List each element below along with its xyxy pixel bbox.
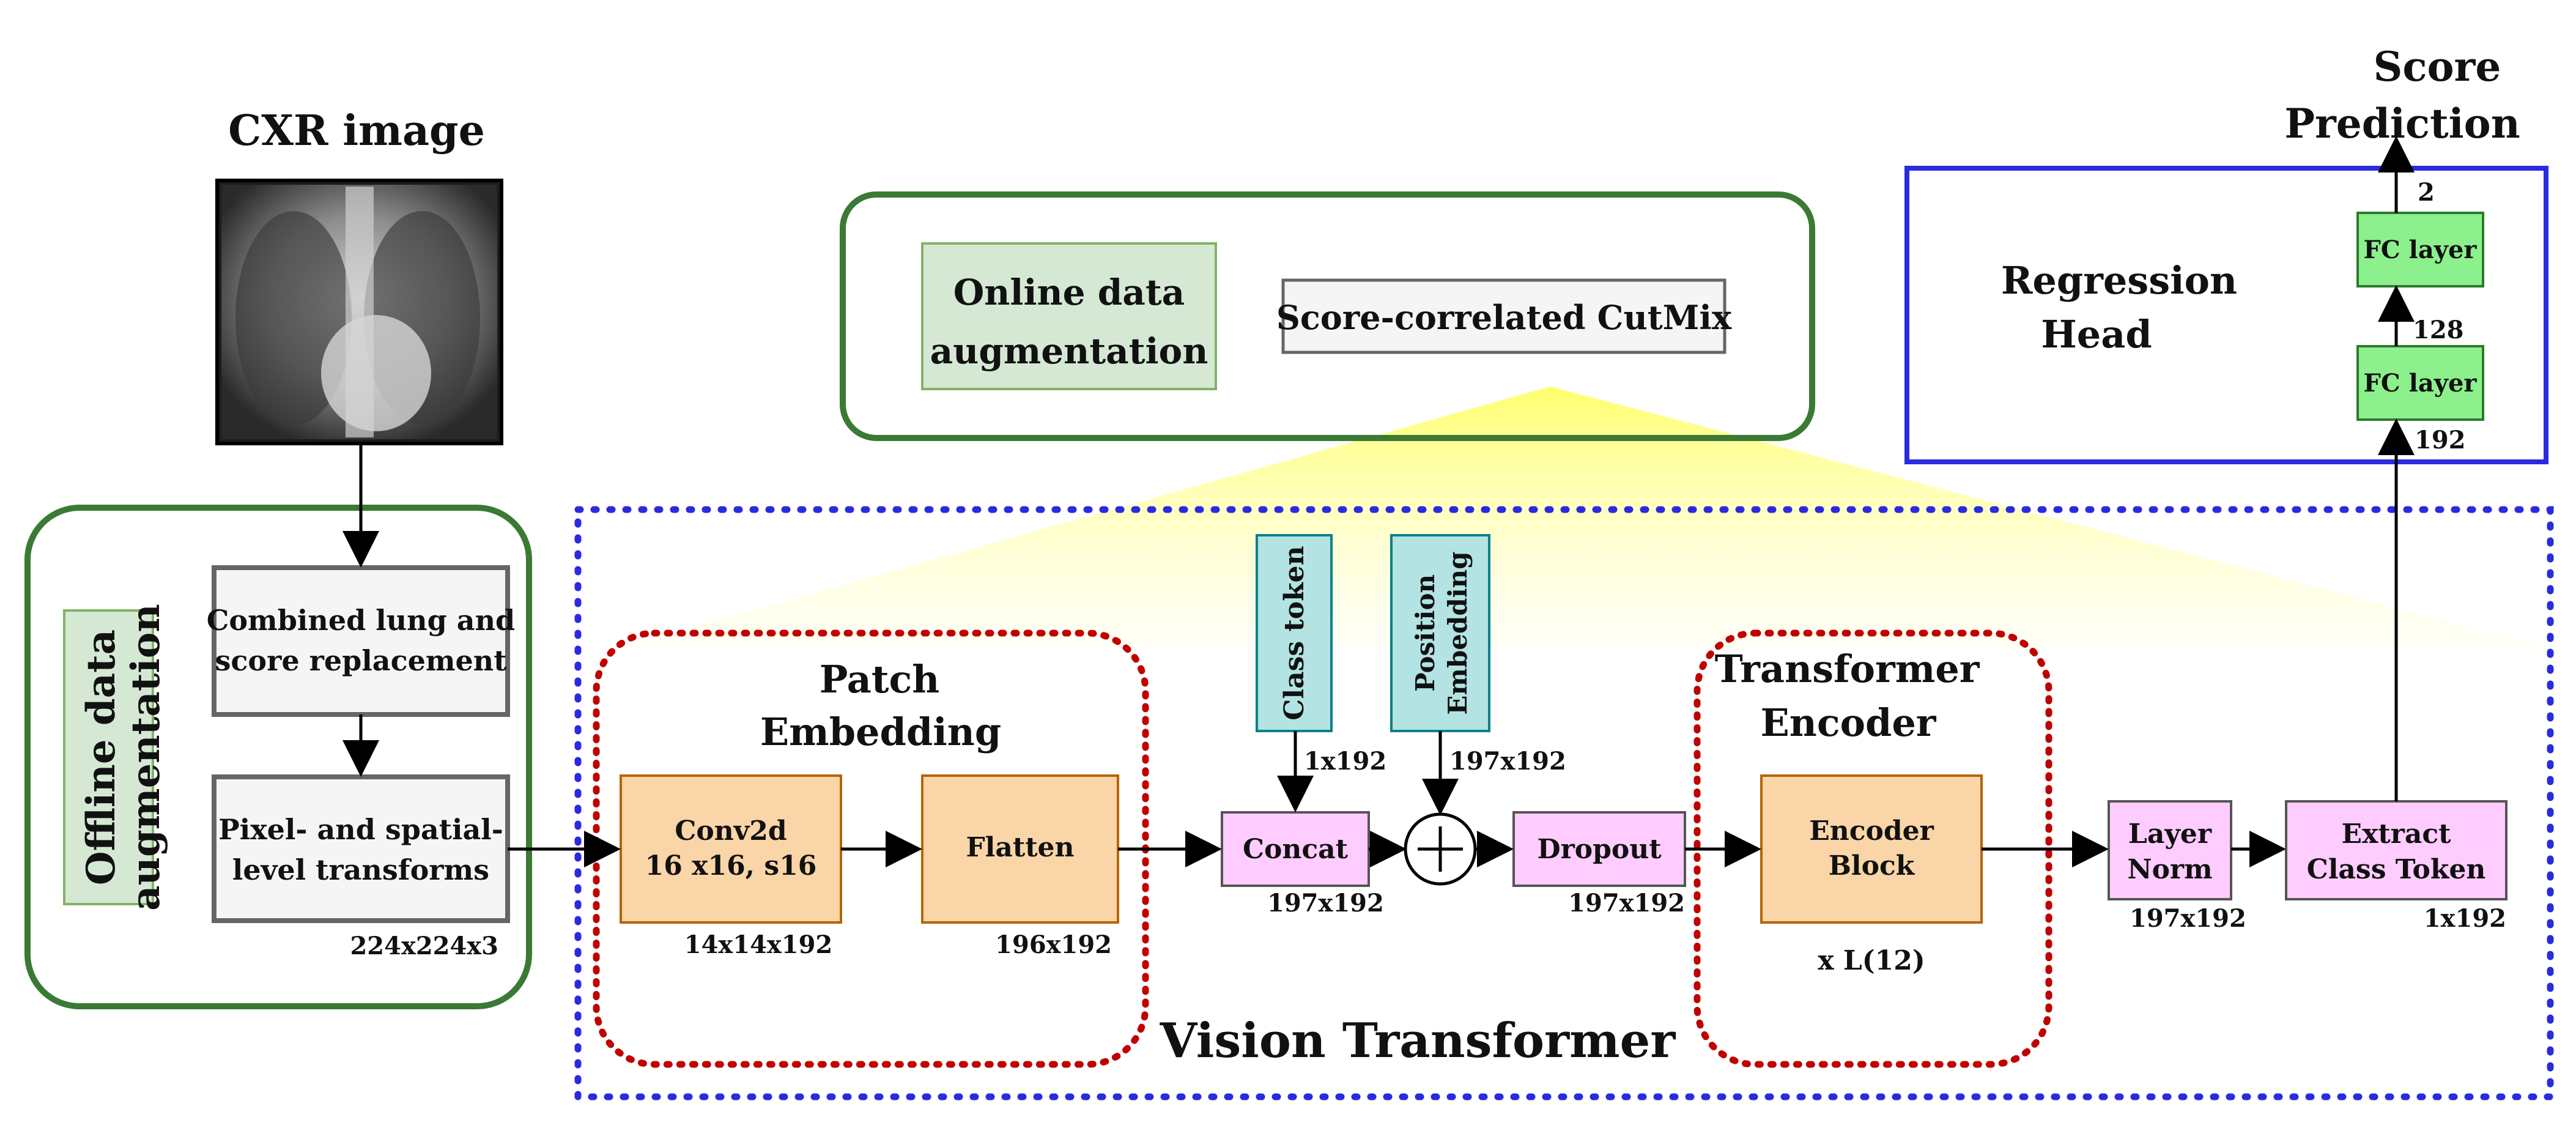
lung-score-replacement-line1: Combined lung and — [207, 604, 515, 637]
pixel-spatial-transforms-box — [212, 774, 510, 923]
regression-head-title-line2: Head — [2041, 312, 2152, 357]
offline-augmentation-label-box — [63, 609, 154, 905]
pixel-spatial-transforms-line1: Pixel- and spatial- — [218, 813, 503, 846]
regression-head-title-line1: Regression — [2001, 258, 2237, 303]
layer-norm-label-line1: Layer — [2128, 818, 2212, 850]
transformer-encoder-frame — [1693, 629, 2052, 1068]
flatten-label: Flatten — [966, 832, 1074, 863]
online-augmentation-panel — [840, 191, 1815, 441]
extract-class-token-output-dim: 1x192 — [2424, 904, 2506, 933]
dropout-output-dim: 197x192 — [1568, 889, 1685, 918]
pixel-spatial-transforms-line2: level transforms — [232, 853, 489, 886]
regression-head-panel — [1904, 166, 2548, 464]
add-operator-icon — [1404, 812, 1477, 886]
cxr-image — [215, 179, 503, 445]
position-embedding-label-line2: Embedding — [1443, 551, 1473, 714]
conv2d-label-line2: 16 x16, s16 — [645, 850, 817, 881]
transformer-encoder-title-line2: Encoder — [1761, 700, 1937, 745]
encoder-block-label-line2: Block — [1829, 850, 1915, 881]
extract-class-token-box — [2285, 800, 2508, 900]
score-prediction-line1: Score — [2374, 43, 2501, 91]
encoder-repeat-count: x L(12) — [1818, 945, 1925, 976]
dropout-label: Dropout — [1537, 834, 1662, 865]
offline-augmentation-panel — [24, 505, 532, 1009]
head-input-dim: 192 — [2415, 426, 2466, 455]
class-token-dim: 1x192 — [1304, 747, 1386, 776]
fc-layer-top-label: FC layer — [2363, 236, 2477, 264]
encoder-block-box — [1760, 774, 1983, 924]
conv2d-box — [620, 774, 842, 924]
vision-transformer-frame — [574, 506, 2554, 1100]
class-token-label: Class token — [1279, 546, 1310, 720]
vision-transformer-label: Vision Transformer — [1160, 1013, 1676, 1069]
offline-output-dim: 224x224x3 — [350, 932, 498, 960]
concat-box — [1221, 811, 1370, 887]
class-token-box — [1256, 534, 1333, 732]
concat-output-dim: 197x192 — [1267, 889, 1384, 918]
concat-label: Concat — [1243, 834, 1349, 865]
online-augmentation-label-line2: augmentation — [930, 330, 1208, 372]
offline-augmentation-label-line2: augmentation — [123, 604, 169, 911]
offline-augmentation-label-line1: Offline data — [78, 629, 124, 885]
flow-arrows — [342, 136, 2415, 867]
cutmix-projection-beam — [618, 387, 2550, 648]
layer-norm-output-dim: 197x192 — [2130, 904, 2246, 933]
fc-layer-top-box — [2356, 212, 2484, 288]
cxr-image-title: CXR image — [228, 106, 485, 155]
online-augmentation-label-line1: Online data — [953, 272, 1185, 313]
online-augmentation-label-box — [921, 242, 1217, 390]
patch-embedding-title-line2: Embedding — [760, 710, 1001, 754]
transformer-encoder-title-line1: Transformer — [1715, 647, 1980, 691]
head-output-dim: 2 — [2418, 178, 2435, 207]
position-embedding-label-line1: Position — [1410, 574, 1440, 692]
fc-layer-bottom-label: FC layer — [2363, 369, 2477, 398]
cutmix-label: Score-correlated CutMix — [1276, 298, 1732, 337]
extract-class-token-label-line2: Class Token — [2307, 854, 2486, 885]
layer-norm-label-line2: Norm — [2127, 854, 2212, 885]
lung-score-replacement-box — [212, 565, 510, 717]
position-embedding-dim: 197x192 — [1449, 747, 1566, 776]
encoder-block-label-line1: Encoder — [1809, 815, 1934, 847]
position-embedding-box — [1390, 534, 1490, 732]
head-hidden-dim: 128 — [2413, 316, 2464, 344]
conv2d-label-line1: Conv2d — [675, 815, 786, 847]
extract-class-token-label-line1: Extract — [2342, 818, 2452, 850]
flatten-box — [921, 774, 1119, 924]
dropout-box — [1512, 811, 1686, 887]
conv2d-output-dim: 14x14x192 — [684, 930, 833, 959]
cutmix-box — [1281, 278, 1727, 354]
lung-score-replacement-line2: score replacement — [215, 644, 508, 677]
fc-layer-bottom-box — [2356, 345, 2484, 421]
patch-embedding-title-line1: Patch — [820, 657, 940, 702]
flatten-output-dim: 196x192 — [995, 930, 1112, 959]
score-prediction-line2: Prediction — [2284, 100, 2520, 147]
